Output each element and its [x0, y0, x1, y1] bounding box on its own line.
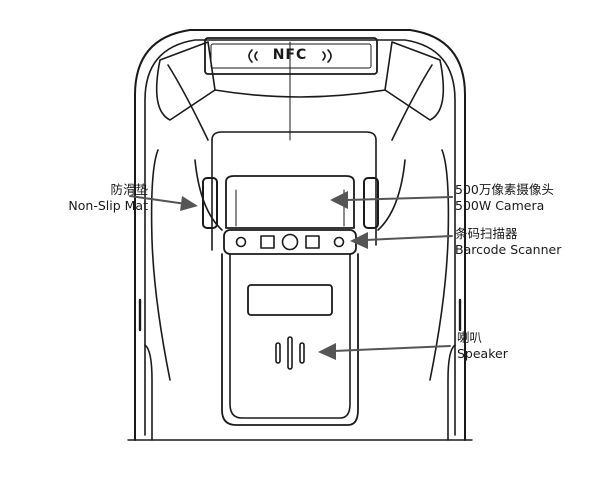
callout-camera-en: 500W Camera: [455, 198, 545, 213]
label-window: [247, 284, 333, 316]
arrow-speaker: [318, 343, 451, 360]
scanner-led-right: [333, 236, 345, 248]
arrow-non-slip-mat: [129, 195, 198, 211]
arrow-camera: [330, 191, 453, 209]
callout-barcode-scanner-en: Barcode Scanner: [455, 242, 562, 257]
nfc-badge-text: NFC: [272, 47, 308, 63]
nfc-badge: [204, 37, 378, 75]
callout-non-slip-mat-en: Non-Slip Mat: [68, 198, 148, 213]
non-slip-mat-right: [363, 177, 379, 229]
scanner-window-left: [260, 235, 275, 249]
barcode-scanner-bar: [223, 229, 357, 255]
callout-camera-zh: 500万像素摄像头: [455, 182, 554, 197]
camera-lens: [281, 233, 299, 251]
callout-non-slip-mat: 防滑垫 Non-Slip Mat: [0, 182, 148, 214]
callout-non-slip-mat-zh: 防滑垫: [110, 182, 148, 197]
camera-window: [225, 175, 355, 229]
callout-speaker-zh: 喇叭: [457, 330, 483, 345]
non-slip-mat-left: [202, 177, 218, 229]
speaker-slot-2: [287, 336, 293, 370]
speaker-slot-3: [299, 342, 305, 364]
speaker-slot-1: [275, 342, 281, 364]
lower-body-panel: [221, 253, 359, 426]
device-inner-shell: [144, 39, 456, 436]
callout-speaker-en: Speaker: [457, 346, 508, 361]
callout-camera: 500万像素摄像头 500W Camera: [455, 182, 554, 214]
center-module: [211, 131, 377, 246]
callout-barcode-scanner: 条码扫描器 Barcode Scanner: [455, 226, 561, 258]
arrow-barcode-scanner: [350, 232, 453, 249]
callout-barcode-scanner-zh: 条码扫描器: [455, 226, 518, 241]
device-outer-shell: [134, 29, 466, 441]
scanner-led-left: [235, 236, 247, 248]
scanner-window-right: [305, 235, 320, 249]
callout-speaker: 喇叭 Speaker: [457, 330, 508, 362]
